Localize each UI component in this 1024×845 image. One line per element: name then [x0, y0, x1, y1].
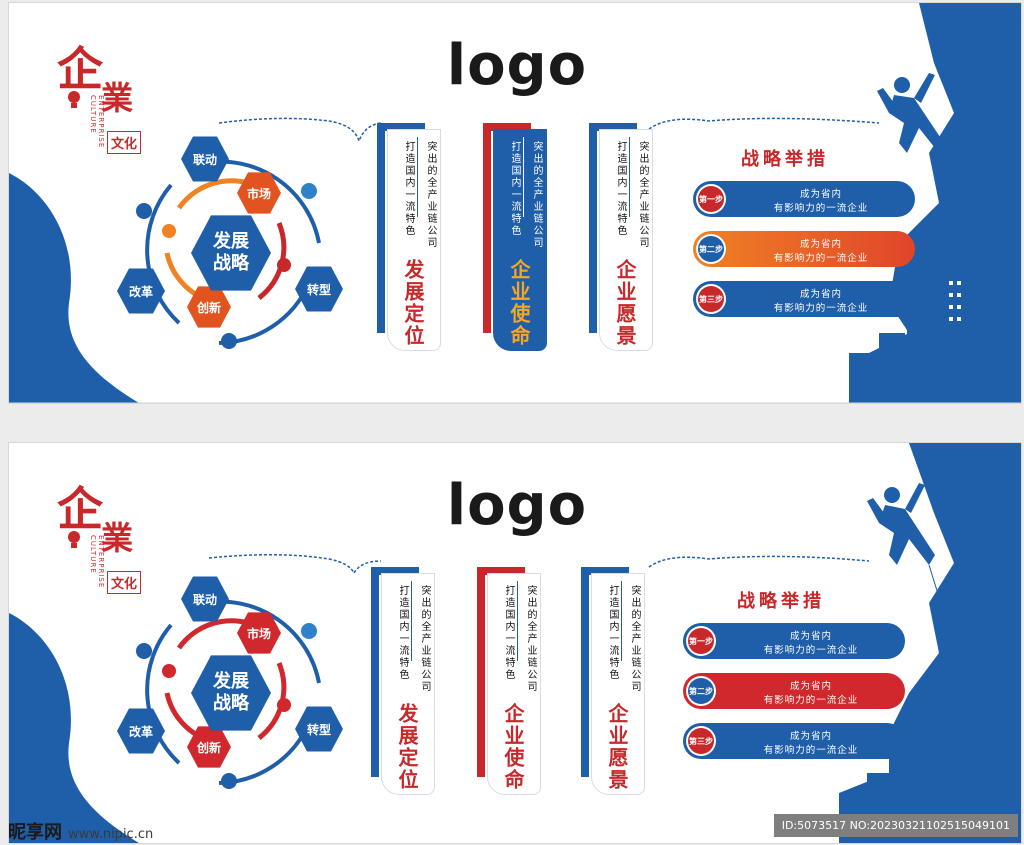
brand-char-1: 企 — [57, 42, 103, 96]
banner-title: 企业愿景 — [613, 259, 637, 347]
step-line-1: 成为省内 — [799, 189, 842, 200]
banner-title: 企业使命 — [501, 703, 525, 791]
watermark-site-url: www.nipic.cn — [68, 827, 154, 842]
brand-char-2: 業 — [101, 79, 134, 117]
banner-mission: 突出的全产业链公司 打造国内一流特色 企业使命 — [483, 123, 553, 363]
banner-vision: 突出的全产业链公司 打造国内一流特色 企业愿景 — [581, 567, 651, 807]
step-line-1: 成为省内 — [789, 631, 832, 642]
step-number: 第二步 — [688, 678, 714, 704]
logo-text: logo — [446, 33, 588, 98]
watermark-site-name: 昵享网 — [8, 822, 62, 843]
banner-text-a: 突出的全产业链公司 — [525, 585, 536, 693]
banner-text-a: 突出的全产业链公司 — [425, 141, 436, 249]
culture-wall-panel-gradient: logo 企 業 ENTERPRISE CULTURE 文化 联动 市场 转型 … — [8, 2, 1022, 404]
banner-title: 发展定位 — [401, 259, 425, 347]
node-liandong: 联动 — [181, 136, 229, 182]
strategy-step-3: 第三步 成为省内 有影响力的一流企业 — [693, 281, 915, 317]
watermark-site: 昵享网 www.nipic.cn — [8, 818, 153, 844]
strategy-step-1: 第一步 成为省内 有影响力的一流企业 — [693, 181, 915, 217]
node-gaige: 改革 — [117, 708, 165, 754]
banner-text-b: 打造国内一流特色 — [403, 141, 414, 237]
banner-text-b: 打造国内一流特色 — [615, 141, 626, 237]
step-number: 第一步 — [688, 628, 714, 654]
step-line-2: 有影响力的一流企业 — [773, 203, 869, 214]
brand-english: ENTERPRISE CULTURE — [89, 535, 105, 589]
strategy-title: 战略举措 — [737, 591, 825, 612]
step-line-1: 成为省内 — [789, 681, 832, 692]
strategy-step-2: 第二步 成为省内 有影响力的一流企业 — [683, 673, 905, 709]
strategy-step-3: 第三步 成为省内 有影响力的一流企业 — [683, 723, 905, 759]
banner-text-a: 突出的全产业链公司 — [531, 141, 542, 249]
strategy-step-2: 第二步 成为省内 有影响力的一流企业 — [693, 231, 915, 267]
banner-vision: 突出的全产业链公司 打造国内一流特色 企业愿景 — [589, 123, 659, 363]
banner-text-b: 打造国内一流特色 — [397, 585, 408, 681]
step-line-2: 有影响力的一流企业 — [763, 745, 859, 756]
banner-text-b: 打造国内一流特色 — [509, 141, 520, 237]
lightbulb-icon — [68, 91, 80, 108]
step-number: 第三步 — [698, 286, 724, 312]
enterprise-culture-mark: 企 業 ENTERPRISE CULTURE 文化 — [53, 33, 153, 183]
banner-positioning: 突出的全产业链公司 打造国内一流特色 发展定位 — [377, 123, 447, 363]
culture-wall-panel-flat: logo 企 業 ENTERPRISE CULTURE 文化 联动 市场 转型 … — [8, 442, 1022, 844]
step-line-2: 有影响力的一流企业 — [763, 645, 859, 656]
image-id-label: ID:5073517 NO:20230321102515049101 — [773, 814, 1018, 837]
banner-text-a: 突出的全产业链公司 — [629, 585, 640, 693]
enterprise-culture-mark: 企 業 ENTERPRISE CULTURE 文化 — [53, 473, 153, 623]
step-number: 第二步 — [698, 236, 724, 262]
banner-text-b: 打造国内一流特色 — [607, 585, 618, 681]
center-development-strategy: 发展战略 — [191, 655, 271, 731]
step-line-2: 有影响力的一流企业 — [773, 253, 869, 264]
node-chuangxin: 创新 — [187, 286, 231, 328]
banner-mission: 突出的全产业链公司 打造国内一流特色 企业使命 — [477, 567, 547, 807]
background-shapes — [9, 3, 1021, 403]
brand-culture-box: 文化 — [107, 131, 142, 154]
lightbulb-icon — [68, 531, 80, 548]
logo-text: logo — [446, 473, 588, 538]
banner-text-b: 打造国内一流特色 — [503, 585, 514, 681]
brand-english: ENTERPRISE CULTURE — [89, 95, 105, 149]
step-line-1: 成为省内 — [799, 239, 842, 250]
step-number: 第三步 — [688, 728, 714, 754]
step-line-2: 有影响力的一流企业 — [763, 695, 859, 706]
banner-positioning: 突出的全产业链公司 打造国内一流特色 发展定位 — [371, 567, 441, 807]
banner-title: 企业使命 — [507, 259, 531, 347]
strategy-wheel: 联动 市场 转型 创新 改革 发展战略 — [109, 573, 349, 803]
step-number: 第一步 — [698, 186, 724, 212]
strategy-wheel: 联动 市场 转型 创新 改革 发展战略 — [109, 133, 349, 363]
background-shapes — [9, 443, 1021, 843]
banner-text-a: 突出的全产业链公司 — [637, 141, 648, 249]
banner-title: 发展定位 — [395, 703, 419, 791]
strategy-title: 战略举措 — [741, 149, 829, 170]
brand-char-1: 企 — [57, 482, 103, 536]
node-zhuanxing: 转型 — [295, 706, 343, 752]
strategy-step-1: 第一步 成为省内 有影响力的一流企业 — [683, 623, 905, 659]
step-line-1: 成为省内 — [799, 289, 842, 300]
node-liandong: 联动 — [181, 576, 229, 622]
brand-culture-box: 文化 — [107, 571, 142, 594]
banner-title: 企业愿景 — [605, 703, 629, 791]
step-line-1: 成为省内 — [789, 731, 832, 742]
step-line-2: 有影响力的一流企业 — [773, 303, 869, 314]
brand-char-2: 業 — [101, 519, 134, 557]
banner-text-a: 突出的全产业链公司 — [419, 585, 430, 693]
